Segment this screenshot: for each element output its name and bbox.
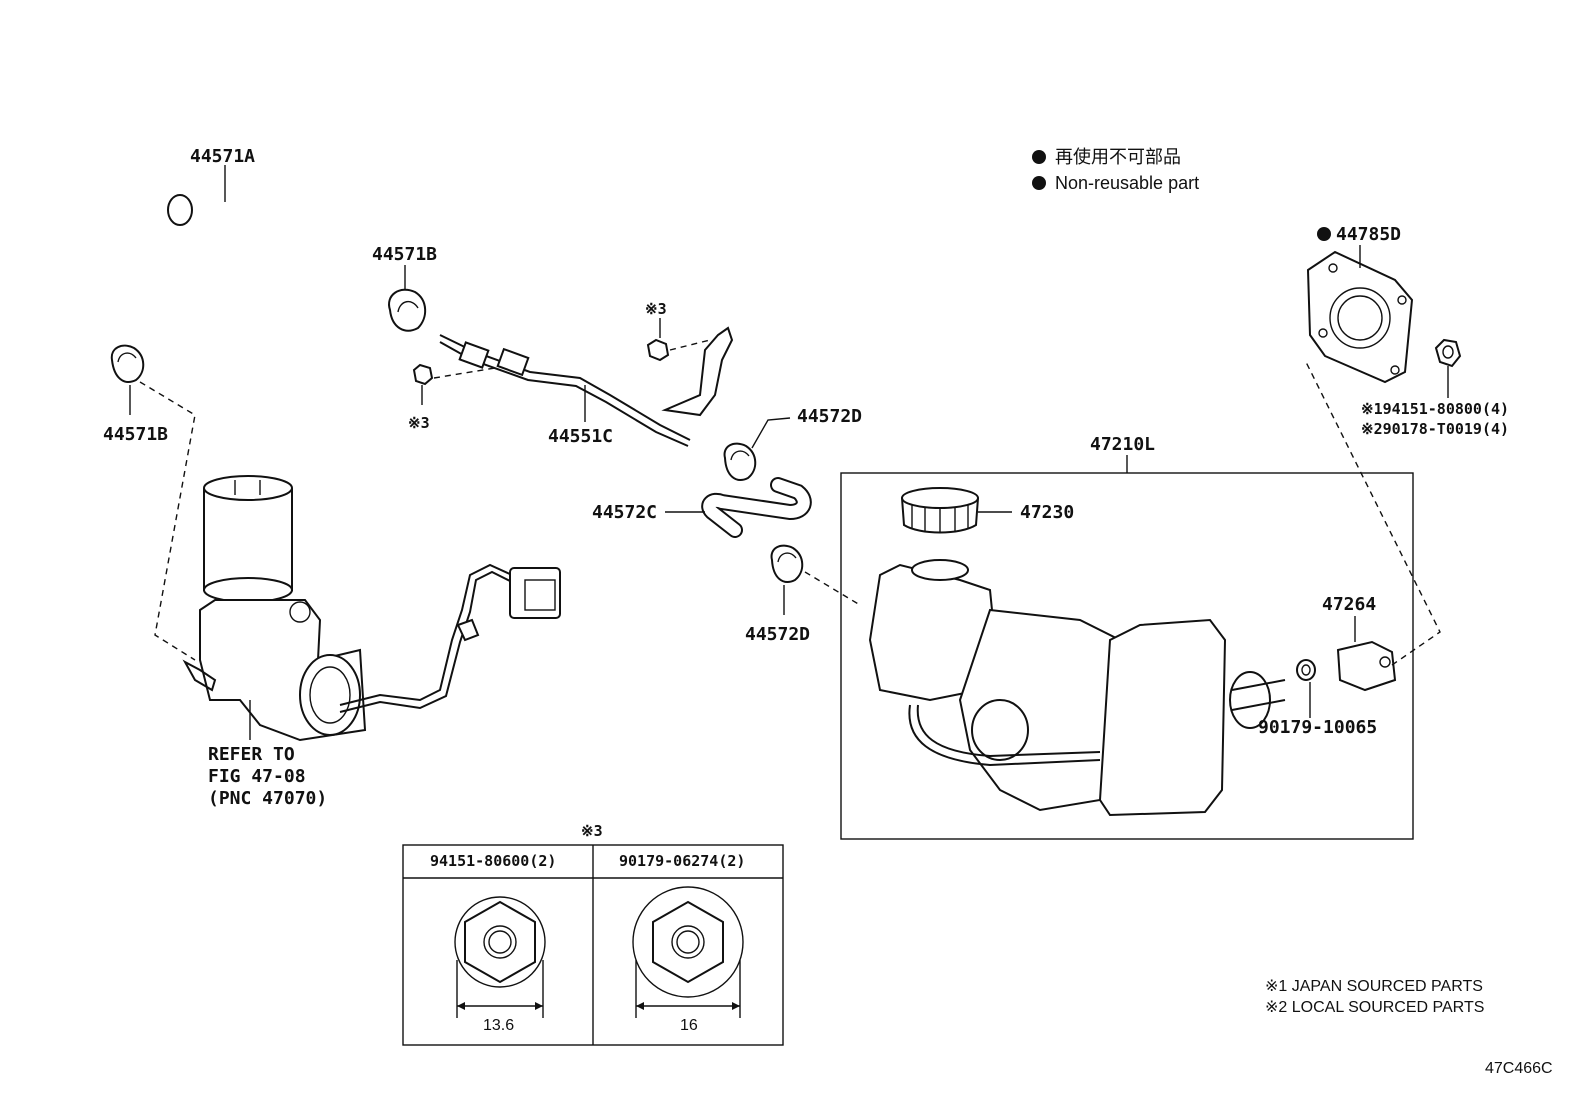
legend-en: Non-reusable part bbox=[1055, 173, 1199, 193]
label-refer-1: REFER TO bbox=[208, 744, 295, 765]
label-47264: 47264 bbox=[1322, 594, 1376, 615]
clamp-44571b-lower bbox=[110, 344, 145, 415]
nut-3-lower bbox=[412, 363, 496, 405]
table-dim1: 13.6 bbox=[483, 1017, 514, 1034]
legend-jp: 再使用不可部品 bbox=[1055, 147, 1181, 167]
label-47210l: 47210L bbox=[1090, 434, 1155, 455]
label-44571a: 44571A bbox=[190, 146, 255, 167]
gasket-44785d bbox=[1306, 227, 1414, 384]
bolt-194151 bbox=[1434, 338, 1462, 398]
label-44551c: 44551C bbox=[548, 426, 613, 447]
nut-table bbox=[402, 844, 784, 1046]
tube-44551c bbox=[439, 326, 734, 447]
leader-clamp-pump bbox=[139, 381, 196, 661]
non-reusable-marker bbox=[1317, 227, 1331, 241]
grommet-90179-10065 bbox=[1296, 659, 1316, 718]
hose-44571a bbox=[58, 165, 366, 336]
figure-code: 47C466C bbox=[1485, 1060, 1553, 1077]
footnote-1: ※1 JAPAN SOURCED PARTS bbox=[1265, 978, 1483, 995]
label-90179-10065: 90179-10065 bbox=[1258, 717, 1377, 738]
label-refer-3: (PNC 47070) bbox=[208, 788, 327, 809]
label-44572d-lower: 44572D bbox=[745, 624, 810, 645]
legend-bullet-en bbox=[1032, 176, 1046, 190]
nut-3-upper bbox=[646, 318, 711, 362]
label-44572c: 44572C bbox=[592, 502, 657, 523]
brake-booster-body bbox=[868, 559, 1286, 817]
label-47230: 47230 bbox=[1020, 502, 1074, 523]
hose-44572c bbox=[665, 477, 812, 538]
table-col1: 94151-80600(2) bbox=[430, 852, 556, 870]
label-44572d-upper: 44572D bbox=[797, 406, 862, 427]
label-refer-2: FIG 47-08 bbox=[208, 766, 306, 787]
reservoir-cap-47230 bbox=[901, 487, 1012, 534]
label-44571b-lower: 44571B bbox=[103, 424, 168, 445]
table-dim2: 16 bbox=[680, 1017, 698, 1034]
label-note3-upper: ※3 bbox=[645, 300, 667, 318]
clamp-44572d-upper bbox=[723, 417, 791, 481]
table-col2: 90179-06274(2) bbox=[619, 852, 745, 870]
label-bolt-note-1: ※194151-80800(4) bbox=[1361, 400, 1509, 418]
label-bolt-note-2: ※290178-T0019(4) bbox=[1361, 420, 1509, 438]
clamp-44571b-upper bbox=[388, 265, 427, 332]
pump-assembly bbox=[182, 475, 561, 742]
label-44571b-upper: 44571B bbox=[372, 244, 437, 265]
clamp-44572d-lower bbox=[770, 544, 861, 615]
table-header-note: ※3 bbox=[581, 822, 603, 840]
bracket-47264 bbox=[1304, 359, 1441, 692]
footnote-2: ※2 LOCAL SOURCED PARTS bbox=[1265, 999, 1484, 1016]
label-note3-lower: ※3 bbox=[408, 414, 430, 432]
label-44785d: 44785D bbox=[1336, 224, 1401, 245]
legend-bullet-jp bbox=[1032, 150, 1046, 164]
